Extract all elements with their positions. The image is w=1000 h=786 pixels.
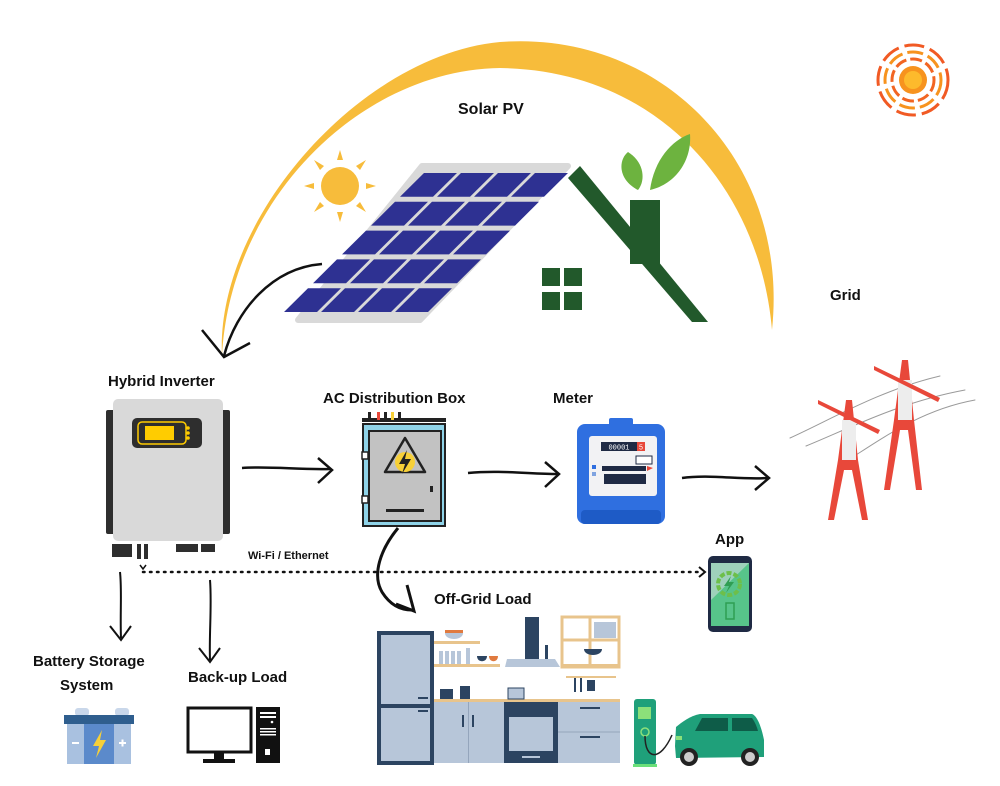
- meter-last-digit: 5: [639, 445, 643, 453]
- solar-pv-label: Solar PV: [458, 101, 524, 118]
- arrow-meter-to-grid: [681, 475, 769, 480]
- hybrid-inverter-icon: [106, 399, 230, 559]
- solar-cell: [424, 259, 481, 284]
- leaf-icon: [621, 134, 691, 190]
- solar-cell: [437, 173, 494, 197]
- hybrid-inverter-label: Hybrid Inverter: [108, 373, 215, 390]
- wifi-ethernet-label: Wi-Fi / Ethernet: [248, 550, 329, 562]
- solar-cell: [358, 288, 415, 312]
- solar-cell: [387, 259, 444, 284]
- solar-cell: [474, 173, 531, 197]
- solar-cell: [482, 201, 539, 226]
- app-phone-icon: [708, 556, 752, 632]
- kitchen-icon: [377, 615, 621, 765]
- app-label: App: [715, 531, 745, 548]
- arrow-inverter-to-acbox: [241, 466, 331, 471]
- solar-cell: [511, 173, 568, 197]
- solar-panel-icon: [284, 163, 571, 323]
- meter-label: Meter: [553, 390, 594, 407]
- arrow-inverter-to-backup: [208, 579, 212, 661]
- logo-sun-icon: [876, 43, 950, 117]
- computer-icon: [186, 706, 280, 763]
- solar-cell: [395, 288, 452, 312]
- arrow-inverter-to-battery: [119, 571, 122, 639]
- sun-icon: [304, 150, 376, 222]
- meter-icon: 00001 5: [577, 418, 665, 524]
- solar-cell: [284, 288, 341, 312]
- meter-reading: 00001: [608, 445, 629, 453]
- solar-cell: [371, 201, 428, 226]
- power-tower-icon: [789, 360, 976, 520]
- arrow-acbox-to-offgrid: [376, 527, 413, 612]
- solar-cell: [416, 230, 473, 255]
- solar-cell: [445, 201, 502, 226]
- ac-distribution-box-label: AC Distribution Box: [323, 390, 466, 407]
- solar-cell: [400, 173, 457, 197]
- backup-load-label: Back-up Load: [188, 669, 288, 686]
- solar-cell: [408, 201, 465, 226]
- solar-cell: [453, 230, 510, 255]
- arrow-acbox-to-meter: [467, 470, 559, 476]
- battery-icon: [64, 708, 134, 764]
- offgrid-load-label: Off-Grid Load: [434, 591, 532, 608]
- ev-charger-icon: [633, 699, 673, 767]
- solar-cell: [321, 288, 378, 312]
- solar-cell: [342, 230, 399, 255]
- grid-label: Grid: [830, 287, 861, 304]
- house-icon: [542, 166, 708, 322]
- battery-storage-label-line2: System: [60, 677, 114, 694]
- solar-cell: [379, 230, 436, 255]
- electric-car-icon: [675, 714, 764, 766]
- battery-storage-label-line1: Battery Storage: [33, 653, 145, 670]
- solar-cell: [313, 259, 370, 284]
- arrow-solar-to-inverter: [222, 262, 323, 357]
- solar-cell: [350, 259, 407, 284]
- ac-distribution-box-icon: [361, 412, 446, 527]
